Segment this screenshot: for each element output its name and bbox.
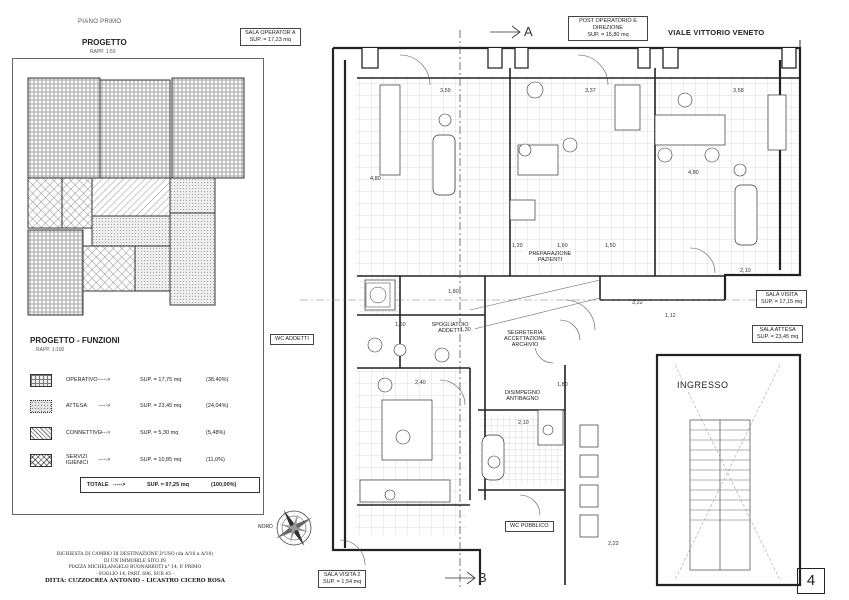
dim-label: 2,40 xyxy=(415,380,426,386)
dim-label: 1,80 xyxy=(557,382,568,388)
functions-mini-plan xyxy=(27,77,245,316)
legend-total: TOTALE -----> SUP. = 97,25 mq (100,00%) xyxy=(80,477,260,493)
compass-label: NORD xyxy=(258,524,273,530)
room-tag-wc-pubblico: WC PUBBLICO xyxy=(505,521,554,532)
legend-row-attesa: ATTESA -----> SUP. = 23,45 mq (24,04%) xyxy=(30,399,228,413)
dim-label: 4,80 xyxy=(688,170,699,176)
legend-swatch xyxy=(30,453,52,467)
dim-label: 3,58 xyxy=(733,88,744,94)
room-name: WC PUBBLICO xyxy=(510,523,549,529)
dim-label: 4,80 xyxy=(370,176,381,182)
dim-label: 1,20 xyxy=(512,243,523,249)
compass-rose-icon xyxy=(275,509,313,547)
legend-label: SERVIZI IGIENICI xyxy=(66,454,89,466)
functions-scale: RAPP. 1:100 xyxy=(36,347,65,353)
dim-label: 1,30 xyxy=(460,327,471,333)
title-line-5: DITTA: CUZZOCREA ANTONIO - LICASTRO CICE… xyxy=(44,578,226,584)
title-line-2: DI UN IMMOBILE SITO IN xyxy=(103,558,167,564)
legend-sup: SUP. = 5,30 mq xyxy=(140,430,179,436)
legend-sup: SUP. = 10,85 mq xyxy=(140,457,182,463)
title-line-4: - FOGLIO 14, PART. 696, SUB 45 - xyxy=(96,571,174,577)
legend-arrow: -----> xyxy=(98,377,111,383)
room-sup: SUP. = 23,45 mq xyxy=(757,334,799,340)
legend-label: ATTESA xyxy=(66,403,87,409)
legend-row-connettivo: CONNETTIVO -----> SUP. = 5,30 mq (5,48%) xyxy=(30,426,225,440)
room-label-spogliatoio: SPOGLIATOIO ADDETTI xyxy=(425,322,475,334)
dim-label: 2,10 xyxy=(518,420,529,426)
street-label: VIALE VITTORIO VENETO xyxy=(668,28,765,37)
legend-sup: SUP. = 23,45 mq xyxy=(140,403,182,409)
project-title: PROGETTO xyxy=(82,38,127,47)
dim-label: 3,22 xyxy=(632,300,643,306)
functions-title: PROGETTO - FUNZIONI xyxy=(30,336,120,345)
dim-label: 2,22 xyxy=(608,541,619,547)
total-label: TOTALE xyxy=(87,482,109,488)
section-b-label: B xyxy=(478,570,487,585)
legend-swatch xyxy=(30,373,52,387)
legend-row-operativo: OPERATIVO -----> SUP. = 17,75 mq (38,40%… xyxy=(30,373,228,387)
legend-label: OPERATIVO xyxy=(66,377,98,383)
room-label-disimpegno: DISIMPEGNO ANTIBAGNO xyxy=(500,390,545,402)
dim-label: 2,10 xyxy=(740,268,751,274)
room-name: SALA OPERATOR A xyxy=(245,30,296,36)
room-tag-post-operatorio: POST OPERATORIO E DIREZIONE SUP. = 15,80… xyxy=(568,16,648,41)
dim-label: 3,59 xyxy=(440,88,451,94)
room-tag-sala-operatoria-a: SALA OPERATOR A SUP. = 17,23 mq xyxy=(240,28,301,46)
room-label-preparazione: PREPARAZIONE PAZIENTI xyxy=(525,251,575,263)
legend-arrow: -----> xyxy=(98,403,111,409)
total-pct: (100,00%) xyxy=(211,482,237,488)
dim-label: 1,12 xyxy=(665,313,676,319)
total-arrow: -----> xyxy=(113,482,126,488)
legend-pct: (24,04%) xyxy=(206,403,229,409)
total-sup: SUP. = 97,25 mq xyxy=(147,482,189,488)
room-label-segreteria: SEGRETERIA ACCETTAZIONE ARCHIVIO xyxy=(495,330,555,348)
room-name: WC ADDETTI xyxy=(275,336,309,342)
room-tag-wc-addetti: WC ADDETTI xyxy=(270,334,314,345)
room-tag-sala-visita-2: SALA VISITA 2 SUP. = 1,54 mq xyxy=(318,570,367,588)
title-line-1: RICHIESTA DI CAMBIO DI DESTINAZIONE D'US… xyxy=(56,552,214,557)
panel-frame xyxy=(12,58,264,515)
legend-swatch xyxy=(30,399,52,413)
room-name: SALA ATTESA xyxy=(759,327,796,333)
room-tag-sala-visita: SALA VISITA SUP. = 17,15 mq xyxy=(756,290,808,308)
legend-pct: (11,0%) xyxy=(206,457,225,463)
project-scale: RAPP. 1:50 xyxy=(90,49,116,55)
legend-sup: SUP. = 17,75 mq xyxy=(140,377,182,383)
floor-label: PIANO PRIMO xyxy=(78,19,122,25)
room-sup: SUP. = 15,80 mq xyxy=(587,32,629,38)
page-number: 4 xyxy=(797,568,825,594)
room-sup: SUP. = 1,54 mq xyxy=(323,579,362,585)
dim-label: 1,80 xyxy=(448,289,459,295)
room-name: SALA VISITA 2 xyxy=(323,572,361,578)
legend-arrow: -----> xyxy=(98,430,111,436)
title-block: RICHIESTA DI CAMBIO DI DESTINAZIONE D'US… xyxy=(20,552,250,585)
legend-row-servizi: SERVIZI IGIENICI -----> SUP. = 10,85 mq … xyxy=(30,453,225,467)
legend-arrow: -----> xyxy=(98,457,111,463)
room-sup: SUP. = 17,23 mq xyxy=(249,37,291,43)
section-a-label: A xyxy=(524,24,533,39)
dim-label: 3,37 xyxy=(585,88,596,94)
dim-label: 1,60 xyxy=(395,322,406,328)
room-tag-sala-attesa: SALA ATTESA SUP. = 23,45 mq xyxy=(752,325,804,343)
room-name: POST OPERATORIO E DIREZIONE xyxy=(579,18,637,31)
title-line-3: PIAZZA MICHELANGELO BUONARROTI n° 14, P.… xyxy=(68,565,202,570)
legend-label: CONNETTIVO xyxy=(66,430,103,436)
room-sup: SUP. = 17,15 mq xyxy=(761,299,803,305)
room-label-ingresso: INGRESSO xyxy=(675,380,731,390)
dim-label: 1,60 xyxy=(557,243,568,249)
legend-pct: (5,48%) xyxy=(206,430,226,436)
legend-swatch xyxy=(30,426,52,440)
room-name: SALA VISITA xyxy=(765,292,798,298)
legend-pct: (38,40%) xyxy=(206,377,229,383)
dim-label: 1,50 xyxy=(605,243,616,249)
